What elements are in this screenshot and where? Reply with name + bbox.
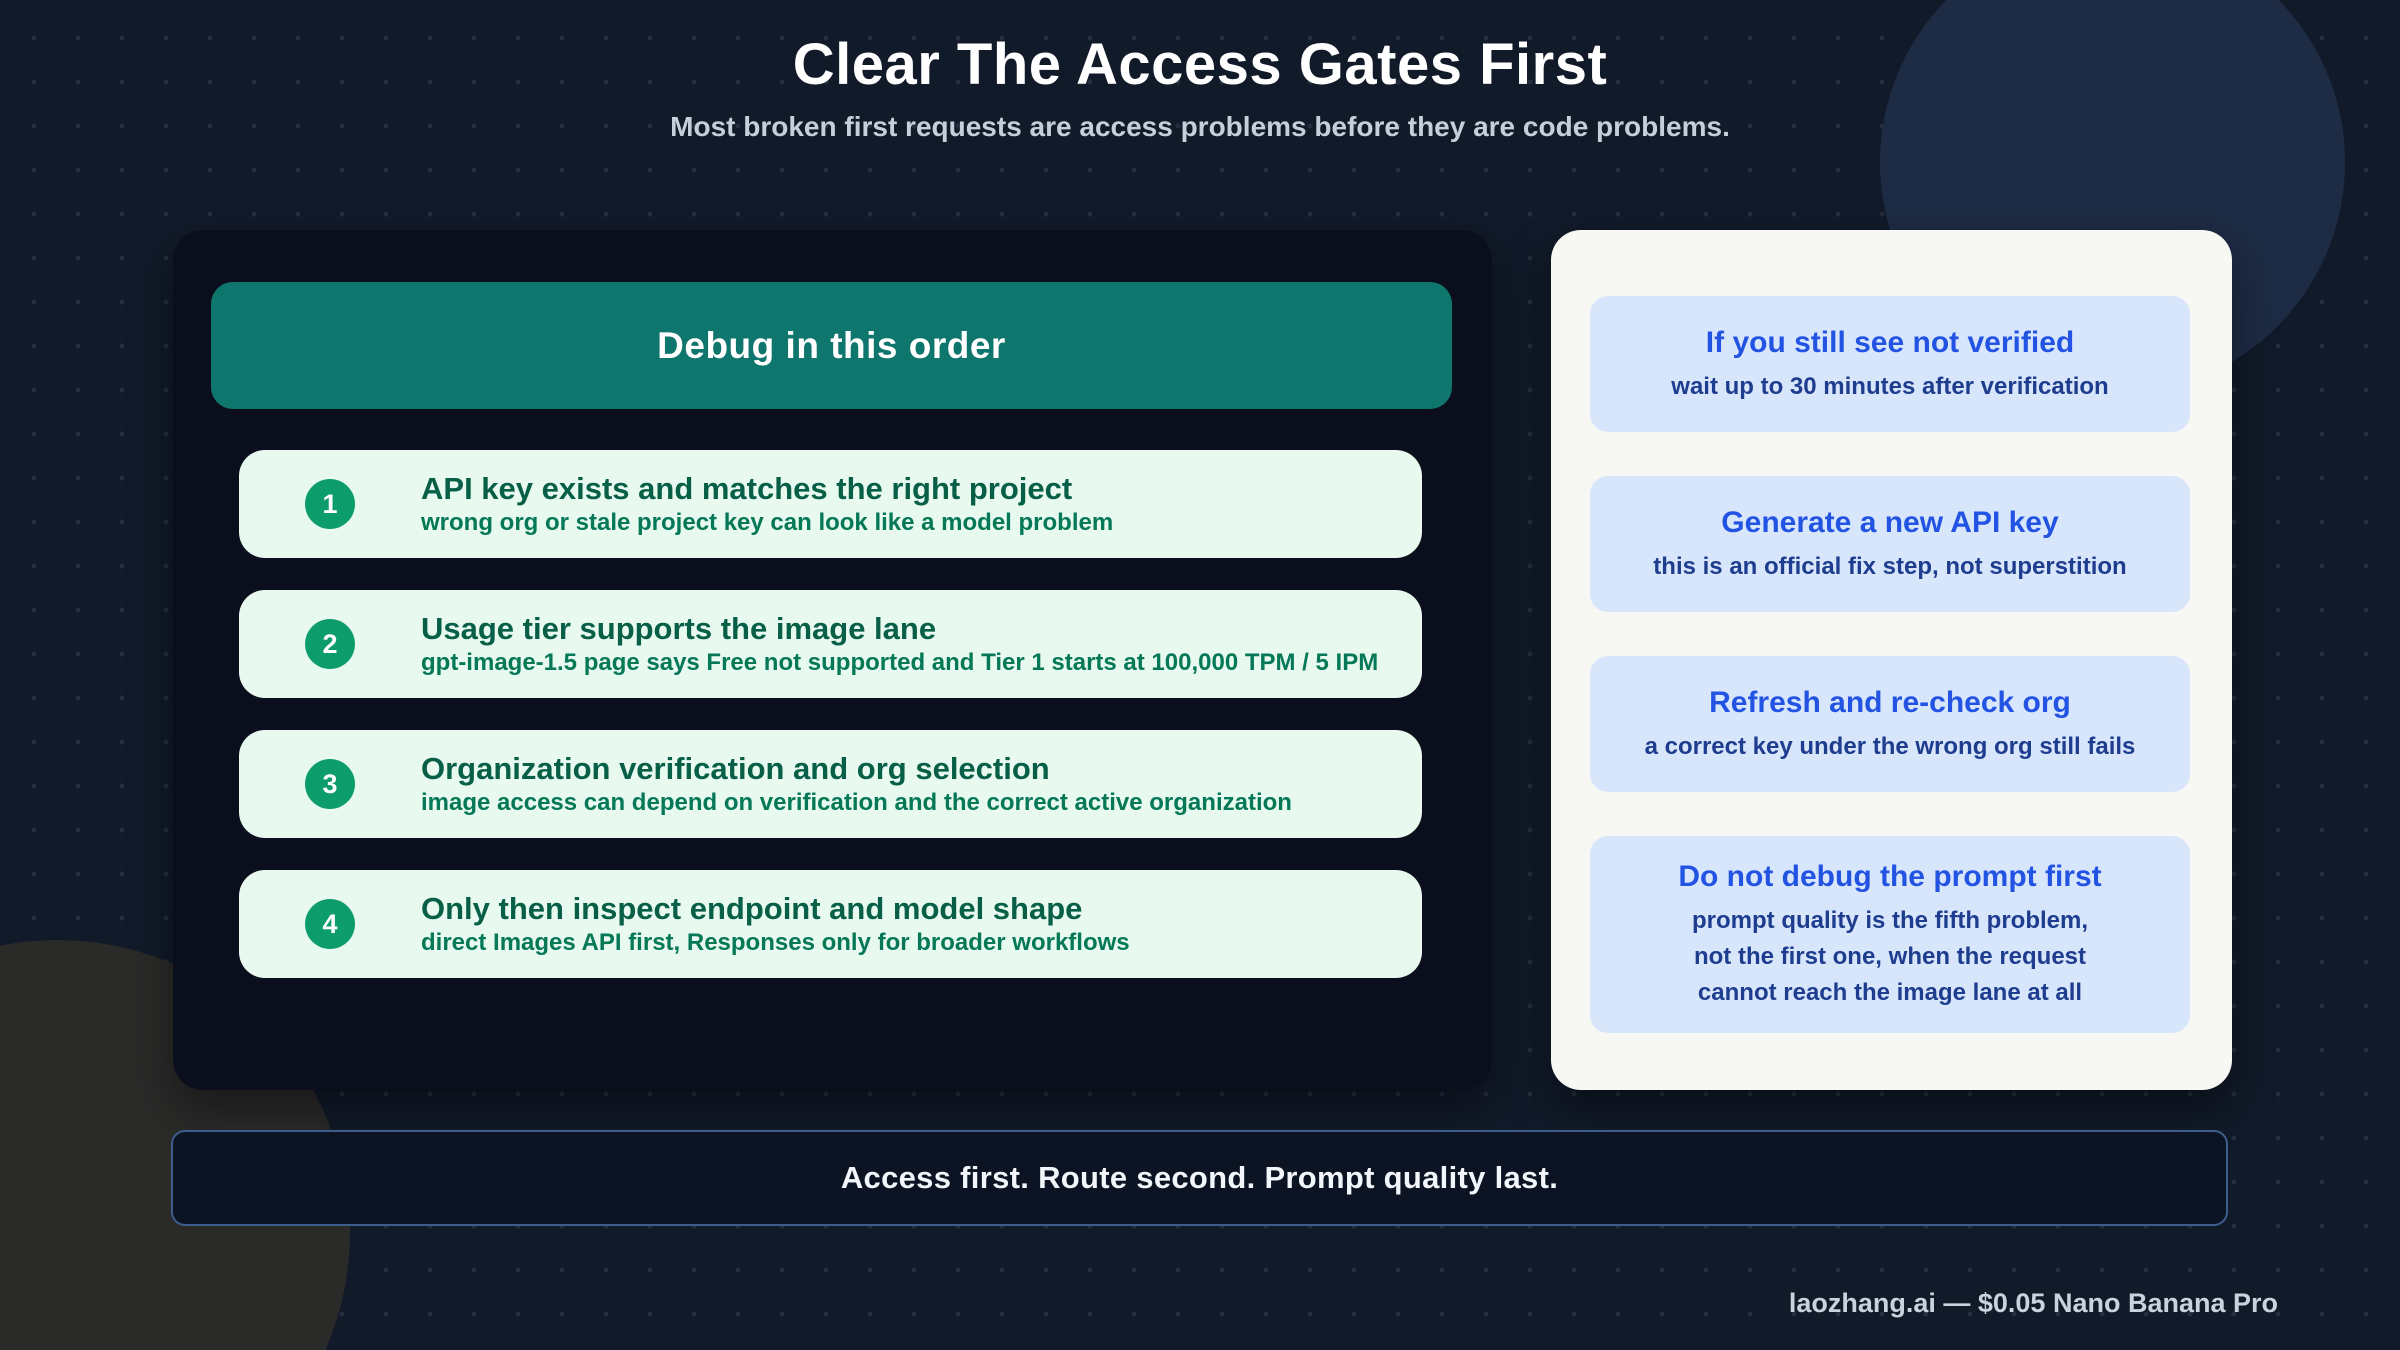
step-detail: direct Images API first, Responses only …: [421, 929, 1130, 956]
step-detail: image access can depend on verification …: [421, 789, 1292, 816]
page-header: Clear The Access Gates First Most broken…: [0, 32, 2400, 143]
step-row-1: 1 API key exists and matches the right p…: [239, 450, 1422, 558]
summary-banner-text: Access first. Route second. Prompt quali…: [840, 1160, 1559, 1195]
step-row-4: 4 Only then inspect endpoint and model s…: [239, 870, 1422, 978]
tip-detail: a correct key under the wrong org still …: [1644, 732, 2136, 760]
step-title: Only then inspect endpoint and model sha…: [421, 891, 1083, 926]
tip-card-new-api-key: Generate a new API key this is an offici…: [1590, 476, 2190, 612]
step-title: Usage tier supports the image lane: [421, 611, 937, 646]
step-number-badge: 1: [305, 479, 355, 529]
step-text: Only then inspect endpoint and model sha…: [421, 893, 1130, 955]
step-title: Organization verification and org select…: [421, 751, 1050, 786]
tip-title: Do not debug the prompt first: [1678, 860, 2102, 893]
step-detail: gpt-image-1.5 page says Free not support…: [421, 649, 1379, 676]
tip-detail: wait up to 30 minutes after verification: [1671, 372, 2109, 400]
summary-banner: Access first. Route second. Prompt quali…: [171, 1130, 2228, 1226]
step-row-3: 3 Organization verification and org sele…: [239, 730, 1422, 838]
tip-detail: prompt quality is the fifth problem, not…: [1692, 907, 2088, 1006]
debug-order-header: Debug in this order: [211, 282, 1452, 409]
tip-card-recheck-org: Refresh and re-check org a correct key u…: [1590, 656, 2190, 792]
tip-title: Refresh and re-check org: [1709, 685, 2071, 719]
step-number-badge: 4: [305, 899, 355, 949]
step-detail: wrong org or stale project key can look …: [421, 509, 1114, 536]
footer-credit: laozhang.ai — $0.05 Nano Banana Pro: [1788, 1288, 2278, 1318]
step-row-2: 2 Usage tier supports the image lane gpt…: [239, 590, 1422, 698]
tip-title: Generate a new API key: [1721, 505, 2059, 539]
step-number-badge: 2: [305, 619, 355, 669]
tips-panel: If you still see not verified wait up to…: [1551, 230, 2232, 1090]
page-subtitle: Most broken first requests are access pr…: [670, 110, 1730, 142]
debug-order-card: Debug in this order 1 API key exists and…: [173, 230, 1492, 1090]
step-number-badge: 3: [305, 759, 355, 809]
step-text: Organization verification and org select…: [421, 753, 1292, 815]
step-text: Usage tier supports the image lane gpt-i…: [421, 613, 1378, 675]
tip-title: If you still see not verified: [1705, 325, 2075, 359]
tip-card-not-verified: If you still see not verified wait up to…: [1590, 296, 2190, 432]
page-title: Clear The Access Gates First: [792, 32, 1608, 97]
debug-steps-list: 1 API key exists and matches the right p…: [239, 450, 1422, 978]
step-text: API key exists and matches the right pro…: [421, 473, 1113, 535]
tip-card-not-prompt-first: Do not debug the prompt first prompt qua…: [1590, 836, 2190, 1033]
tip-detail: this is an official fix step, not supers…: [1653, 552, 2127, 580]
step-title: API key exists and matches the right pro…: [421, 471, 1073, 506]
